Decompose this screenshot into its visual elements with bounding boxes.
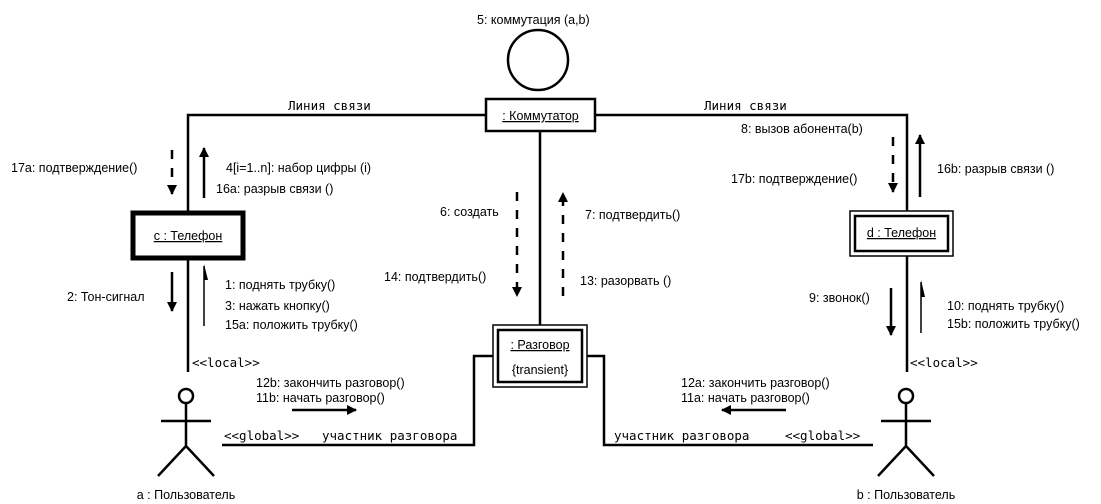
conversation-object-name: : Разговор: [510, 338, 569, 352]
actor-a-name: a : Пользователь: [137, 488, 236, 502]
link-right-top-label: Линия связи: [704, 98, 787, 113]
msg-7: 7: подтвердить(): [585, 208, 680, 222]
msg-8: 8: вызов абонента(b): [741, 122, 863, 136]
link-user-a-conversation: [222, 354, 493, 447]
switch-object-name: : Коммутатор: [502, 109, 579, 123]
arrow-1-3-15a-head: [204, 264, 208, 280]
phone-c-object-name: c : Телефон: [154, 229, 223, 243]
role-label-left: участник разговора: [322, 428, 457, 443]
global-stereotype-right: <<global>>: [785, 428, 860, 443]
msg-16b: 16b: разрыв связи (): [937, 162, 1054, 176]
msg-2: 2: Тон-сигнал: [67, 290, 145, 304]
msg-15b: 15b: положить трубку(): [947, 317, 1080, 331]
phone-d-object[interactable]: d : Телефон: [849, 210, 954, 257]
global-stereotype-left: <<global>>: [224, 428, 299, 443]
conversation-object-property: {transient}: [512, 363, 568, 377]
msg-12b: 12b: закончить разговор(): [256, 376, 405, 390]
msg-14: 14: подтвердить(): [384, 270, 486, 284]
phone-c-object[interactable]: c : Телефон: [130, 210, 246, 261]
role-label-right: участник разговора: [614, 428, 749, 443]
phone-d-object-name: d : Телефон: [867, 226, 936, 240]
msg-10: 10: поднять трубку(): [947, 299, 1064, 313]
link-right-top: [595, 113, 909, 212]
self-message-loop: [506, 28, 570, 92]
msg-16a: 16a: разрыв связи (): [216, 182, 333, 196]
msg-9: 9: звонок(): [809, 291, 870, 305]
msg-12a: 12a: закончить разговор(): [681, 376, 830, 390]
link-conversation-user-b: [587, 354, 873, 447]
msg-6: 6: создать: [440, 205, 499, 219]
actor-a-figure[interactable]: [157, 387, 215, 477]
conversation-object[interactable]: : Разговор {transient}: [492, 324, 588, 388]
msg-17b: 17b: подтверждение(): [731, 172, 857, 186]
local-stereotype-right: <<local>>: [910, 355, 978, 370]
msg-1: 1: поднять трубку(): [225, 278, 335, 292]
link-lines: [186, 113, 909, 447]
switch-object[interactable]: : Коммутатор: [484, 97, 597, 133]
msg-17a: 17a: подтверждение(): [11, 161, 137, 175]
msg-13: 13: разорвать (): [580, 274, 671, 288]
arrow-10-15b-head: [921, 280, 925, 297]
msg-11a: 11a: начать разговор(): [681, 391, 810, 405]
msg-4: 4[i=1..n]: набор цифры (i): [226, 161, 371, 175]
msg-3: 3: нажать кнопку(): [225, 299, 330, 313]
link-left-top-label: Линия связи: [288, 98, 371, 113]
local-stereotype-left: <<local>>: [192, 355, 260, 370]
link-left-top: [186, 113, 486, 212]
msg-15a: 15a: положить трубку(): [225, 318, 358, 332]
msg-11b: 11b: начать разговор(): [256, 391, 385, 405]
self-message-label: 5: коммутация (a,b): [477, 13, 590, 27]
actor-b-name: b : Пользователь: [857, 488, 956, 502]
actor-b-figure[interactable]: [877, 387, 935, 477]
